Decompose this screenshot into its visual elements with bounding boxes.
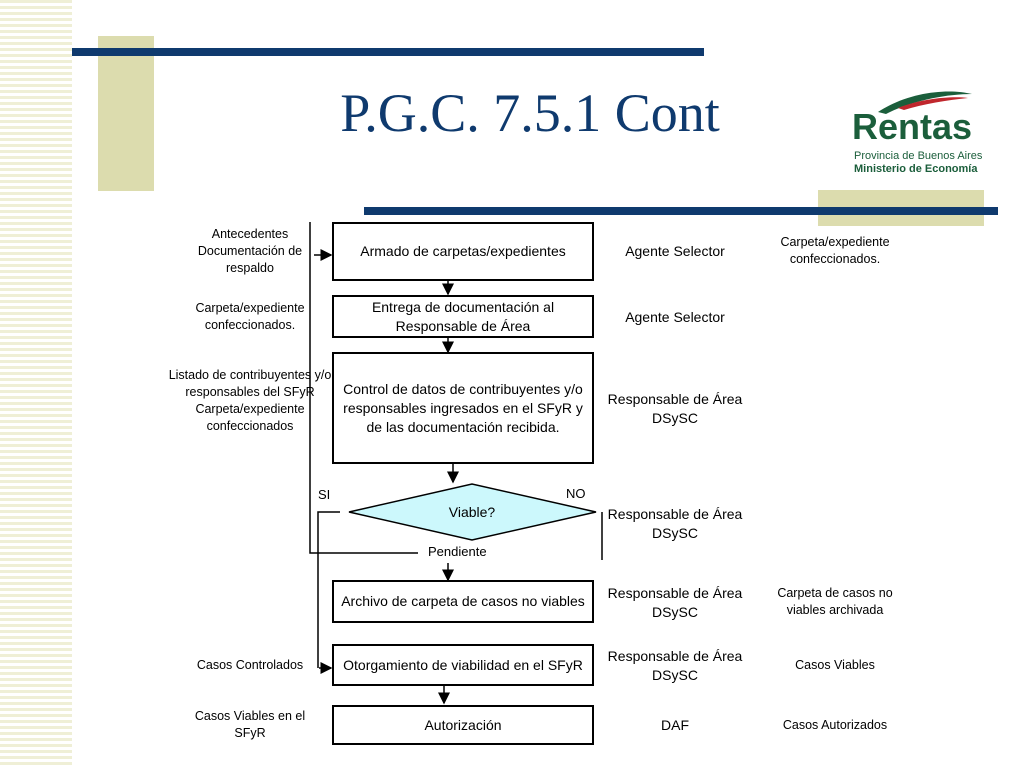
output-step5: Carpeta de casos no viables archivada [777,586,893,617]
step-autorizacion: Autorización [332,705,594,745]
resp-step3: Responsable de Área DSySC [607,391,743,426]
resp-decision: Responsable de Área DSySC [607,506,743,541]
logo-province: Provincia de Buenos Aires [854,150,983,162]
branch-si: SI [318,487,331,502]
logo-ministry: Ministerio de Economía [854,163,978,175]
step-armado: Armado de carpetas/expedientes [332,222,594,281]
resp-step7: DAF [661,717,689,733]
step-entrega: Entrega de documentación al Responsable … [332,295,594,338]
input-listado: Listado de contribuyentes y/o responsabl… [168,368,332,433]
branch-pendiente: Pendiente [428,544,487,559]
decorative-stripes [0,0,72,768]
page-title: P.G.C. 7.5.1 Cont [340,83,720,143]
output-step6: Casos Viables [795,658,875,672]
decorative-block-left [98,36,154,191]
logo-wordmark: Rentas [852,106,973,147]
resp-step1: Agente Selector [625,243,725,259]
decision-diamond [348,483,597,541]
top-rule [72,48,704,56]
branch-no: NO [566,486,586,501]
step-archivo: Archivo de carpeta de casos no viables [332,580,594,623]
step-otorgamiento: Otorgamiento de viabilidad en el SFyR [332,644,594,686]
input-casos-controlados: Casos Controlados [196,658,304,672]
input-carpeta: Carpeta/expediente confeccionados. [195,301,305,332]
input-antecedentes: Antecedentes Documentación de respaldo [197,227,303,275]
rentas-logo: Rentas Provincia de Buenos Aires Ministe… [848,88,1008,180]
output-step7: Casos Autorizados [782,718,888,732]
resp-step5: Responsable de Área DSySC [607,585,743,620]
decision-label: Viable? [448,504,496,520]
bottom-rule [364,207,998,215]
logo-swoosh-icon [878,91,972,114]
output-step1: Carpeta/expediente confeccionados. [780,235,890,266]
input-casos-viables: Casos Viables en el SFyR [194,709,306,740]
resp-step2: Agente Selector [625,309,725,325]
step-control: Control de datos de contribuyentes y/o r… [332,352,594,464]
resp-step6: Responsable de Área DSySC [607,648,743,683]
